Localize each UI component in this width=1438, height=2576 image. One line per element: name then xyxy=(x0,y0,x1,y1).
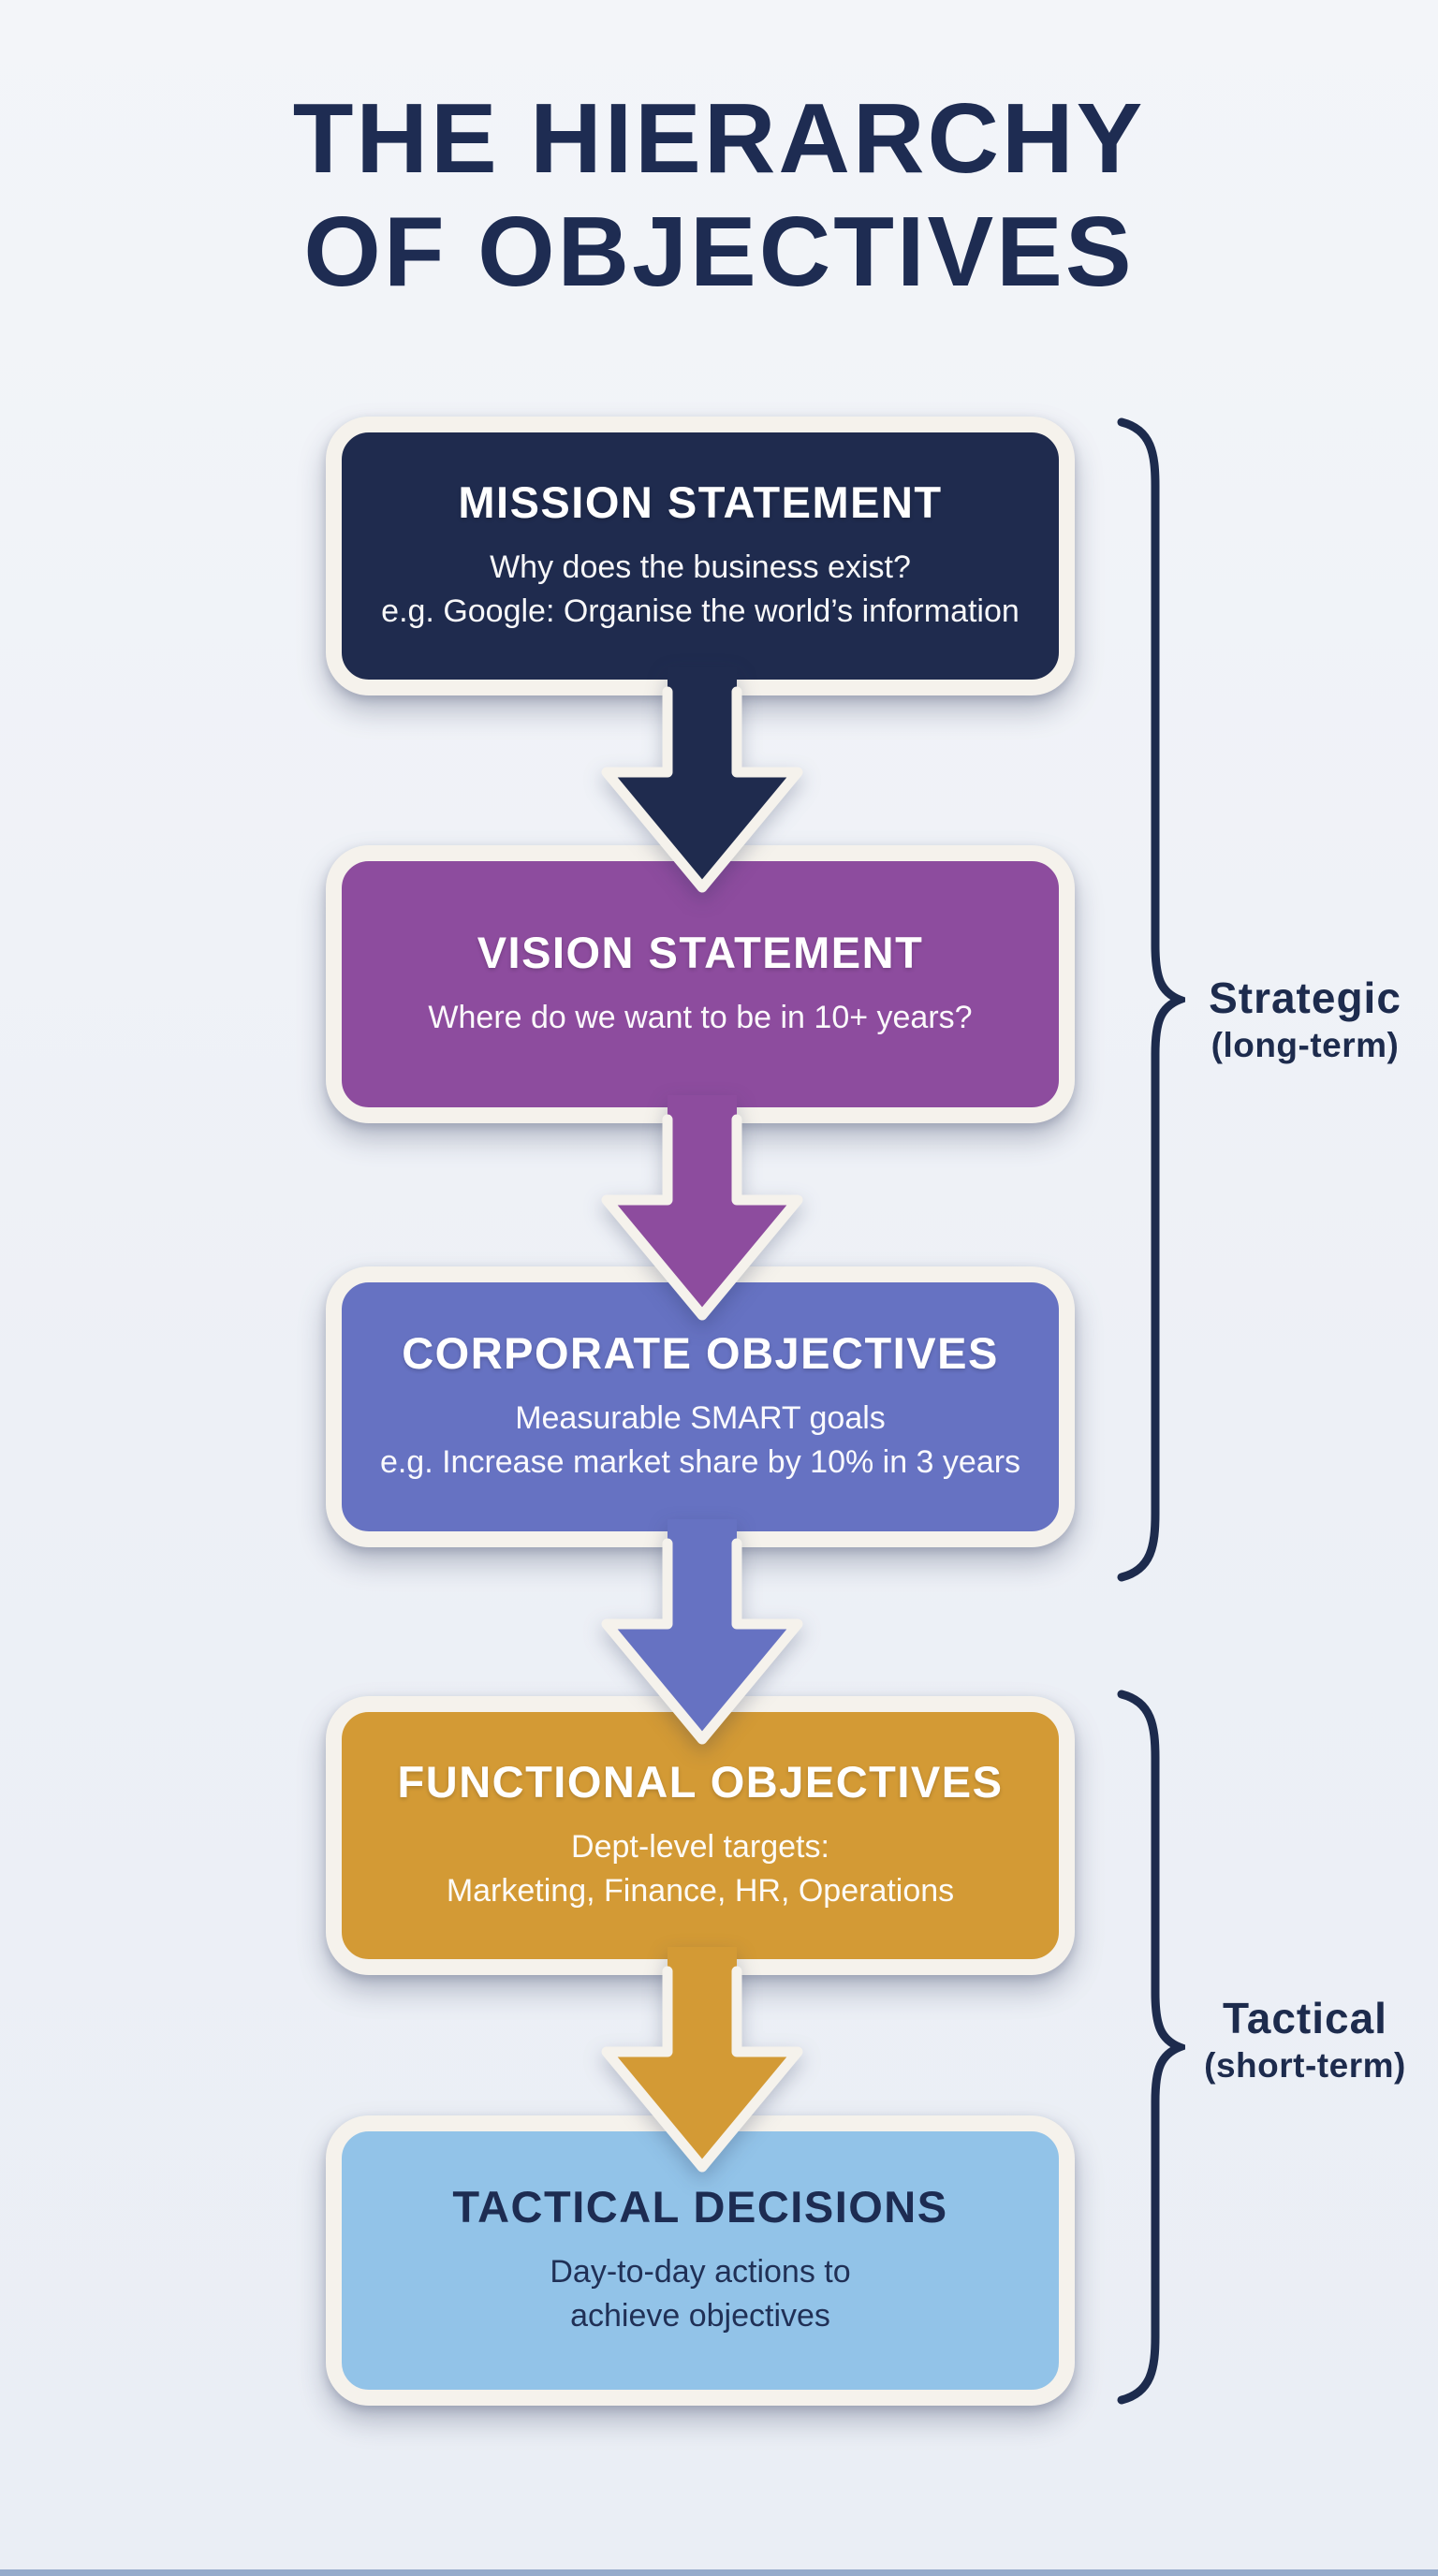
strategic-label: Strategic (long-term) xyxy=(1168,972,1438,1066)
corporate-line-1: Measurable SMART goals xyxy=(515,1399,886,1436)
tactical-label-main: Tactical xyxy=(1223,1994,1387,2042)
tactical-label-sub: (short-term) xyxy=(1204,2046,1406,2086)
mission-line-1: Why does the business exist? xyxy=(490,549,911,585)
bottom-edge-bar xyxy=(0,2569,1438,2576)
mission-statement-body: Why does the business exist? e.g. Google… xyxy=(381,546,1020,634)
tactical-decisions-body: Day-to-day actions to achieve objectives xyxy=(550,2250,850,2338)
strategic-label-main: Strategic xyxy=(1209,973,1401,1022)
strategic-brace-icon xyxy=(1117,417,1185,1582)
tactical-brace-icon xyxy=(1117,1690,1185,2405)
vision-statement-body: Where do we want to be in 10+ years? xyxy=(428,996,972,1040)
functional-objectives-heading: FUNCTIONAL OBJECTIVES xyxy=(397,1757,1004,1808)
corporate-objectives-body: Measurable SMART goals e.g. Increase mar… xyxy=(380,1397,1020,1485)
mission-statement-box: MISSION STATEMENT Why does the business … xyxy=(326,417,1075,695)
down-arrow-icon-2 xyxy=(601,1095,803,1321)
functional-objectives-body: Dept-level targets: Marketing, Finance, … xyxy=(447,1825,954,1913)
down-arrow-icon-3 xyxy=(601,1519,803,1745)
down-arrow-icon-1 xyxy=(601,667,803,893)
page-title-line2: OF OBJECTIVES xyxy=(303,196,1135,307)
strategic-label-sub: (long-term) xyxy=(1211,1026,1400,1065)
corporate-objectives-heading: CORPORATE OBJECTIVES xyxy=(402,1328,999,1379)
tactical-label: Tactical (short-term) xyxy=(1168,1992,1438,2086)
corporate-line-2: e.g. Increase market share by 10% in 3 y… xyxy=(379,1443,1021,1480)
page-title: THE HIERARCHY OF OBJECTIVES xyxy=(0,82,1438,309)
page-title-line1: THE HIERARCHY xyxy=(292,83,1146,194)
tactical-line-1: Day-to-day actions to xyxy=(550,2253,851,2290)
vision-statement-heading: VISION STATEMENT xyxy=(477,928,924,978)
mission-line-2: e.g. Google: Organise the world’s inform… xyxy=(381,593,1020,629)
mission-statement-heading: MISSION STATEMENT xyxy=(458,477,943,528)
functional-line-2: Marketing, Finance, HR, Operations xyxy=(446,1872,955,1909)
functional-line-1: Dept-level targets: xyxy=(571,1828,829,1865)
tactical-line-2: achieve objectives xyxy=(570,2297,830,2334)
vision-line-1: Where do we want to be in 10+ years? xyxy=(428,999,973,1035)
corporate-objectives-box: CORPORATE OBJECTIVES Measurable SMART go… xyxy=(326,1266,1075,1547)
down-arrow-icon-4 xyxy=(601,1947,803,2173)
tactical-decisions-heading: TACTICAL DECISIONS xyxy=(452,2182,948,2232)
